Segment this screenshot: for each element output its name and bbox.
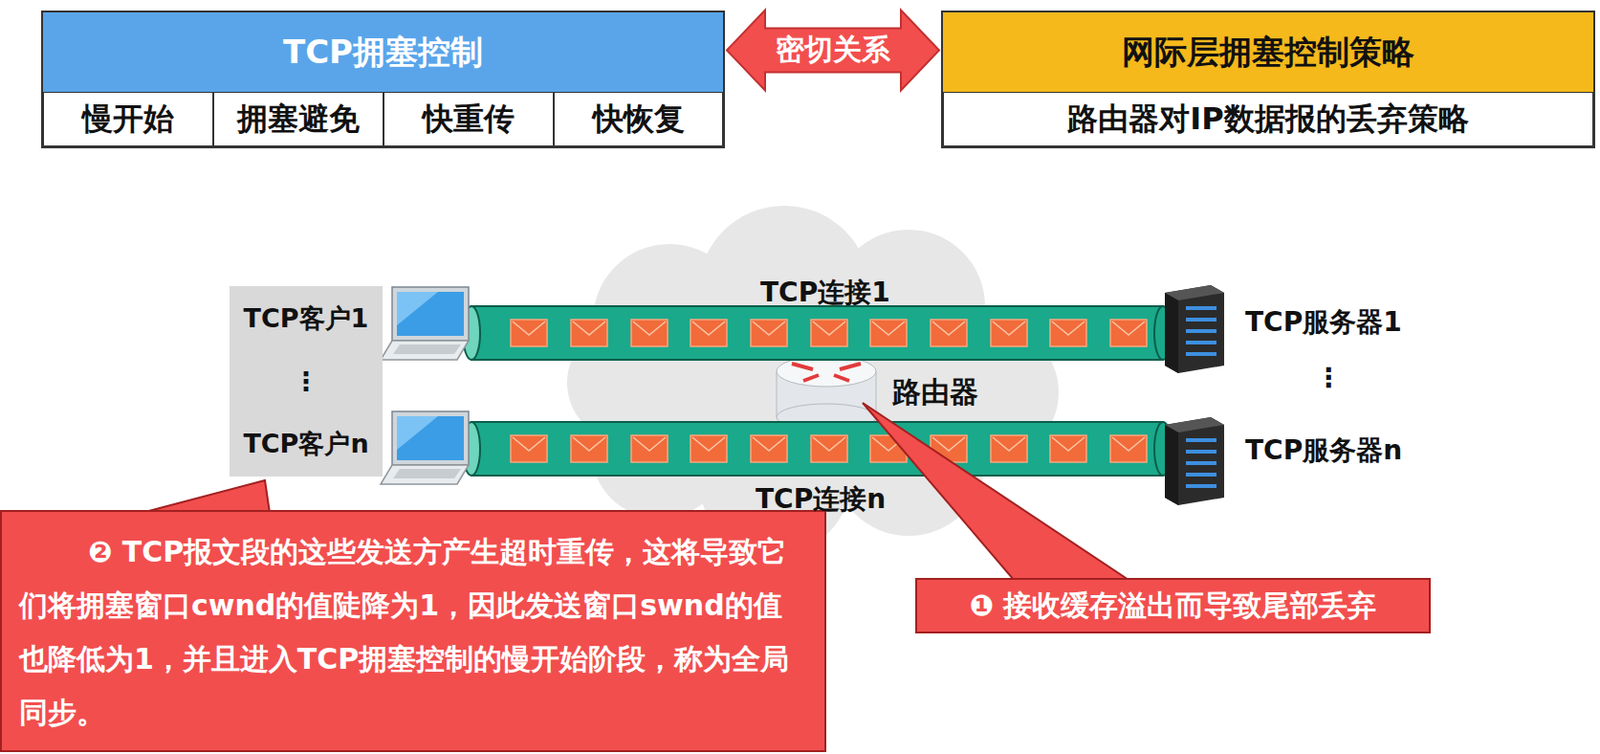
node-text: 拥塞避免 [237, 98, 360, 141]
tcp-pipe [462, 421, 1172, 476]
method-cell: 快重传 [383, 91, 554, 147]
laptop-icon [380, 411, 469, 484]
server-icon [1164, 416, 1225, 505]
client-group: TCP客户1 ⋮ TCP客户n [229, 285, 383, 477]
node-text: TCP客户1 [243, 301, 370, 336]
method-cell: 拥塞避免 [213, 91, 384, 147]
node-text: 快恢复 [592, 98, 685, 141]
node-text: 路由器对IP数据报的丢弃策略 [1067, 98, 1469, 141]
group-box: 网际层拥塞控制策略路由器对IP数据报的丢弃策略 [941, 10, 1596, 149]
method-cell: 慢开始 [43, 91, 214, 147]
node-text: 快重传 [422, 98, 515, 141]
heading-text: 网际层拥塞控制策略 [1121, 30, 1415, 75]
callout-text: ❷ TCP报文段的这些发送方产生超时重传，这将导致它们将拥塞窗口cwnd的值陡降… [19, 525, 808, 740]
diagram-label: TCP连接1 [760, 274, 891, 311]
router-symbol [776, 355, 877, 431]
callout-box: ❶ 接收缓存溢出而导致尾部丢弃 [915, 577, 1431, 634]
node-text: TCP客户n [242, 426, 369, 461]
diagram-label: ⋮ [1315, 361, 1342, 394]
tcp-pipe [462, 306, 1172, 360]
node-text: 慢开始 [82, 98, 175, 141]
server-icon [1164, 284, 1225, 373]
heading-text: TCP拥塞控制 [283, 30, 483, 75]
diagram-label: TCP连接n [755, 481, 886, 518]
diagram-label: TCP服务器n [1245, 432, 1403, 469]
node-text: ⋮ [293, 366, 320, 396]
group-box: TCP拥塞控制慢开始 拥塞避免 快重传 快恢复 [41, 10, 725, 149]
policy-cell: 路由器对IP数据报的丢弃策略 [942, 91, 1594, 147]
double-arrow [726, 10, 940, 91]
diagram-label: 路由器 [892, 372, 979, 413]
callout-tail [141, 480, 270, 513]
method-cell: 快恢复 [553, 91, 724, 147]
edge-label: 密切关系 [775, 30, 891, 70]
node-text: ❶ 接收缓存溢出而导致尾部丢弃 [969, 586, 1378, 626]
callout-tail [862, 402, 1129, 580]
laptop-icon [380, 286, 469, 360]
diagram-label: TCP服务器1 [1245, 304, 1403, 341]
callout-box: ❷ TCP报文段的这些发送方产生超时重传，这将导致它们将拥塞窗口cwnd的值陡降… [0, 509, 827, 752]
